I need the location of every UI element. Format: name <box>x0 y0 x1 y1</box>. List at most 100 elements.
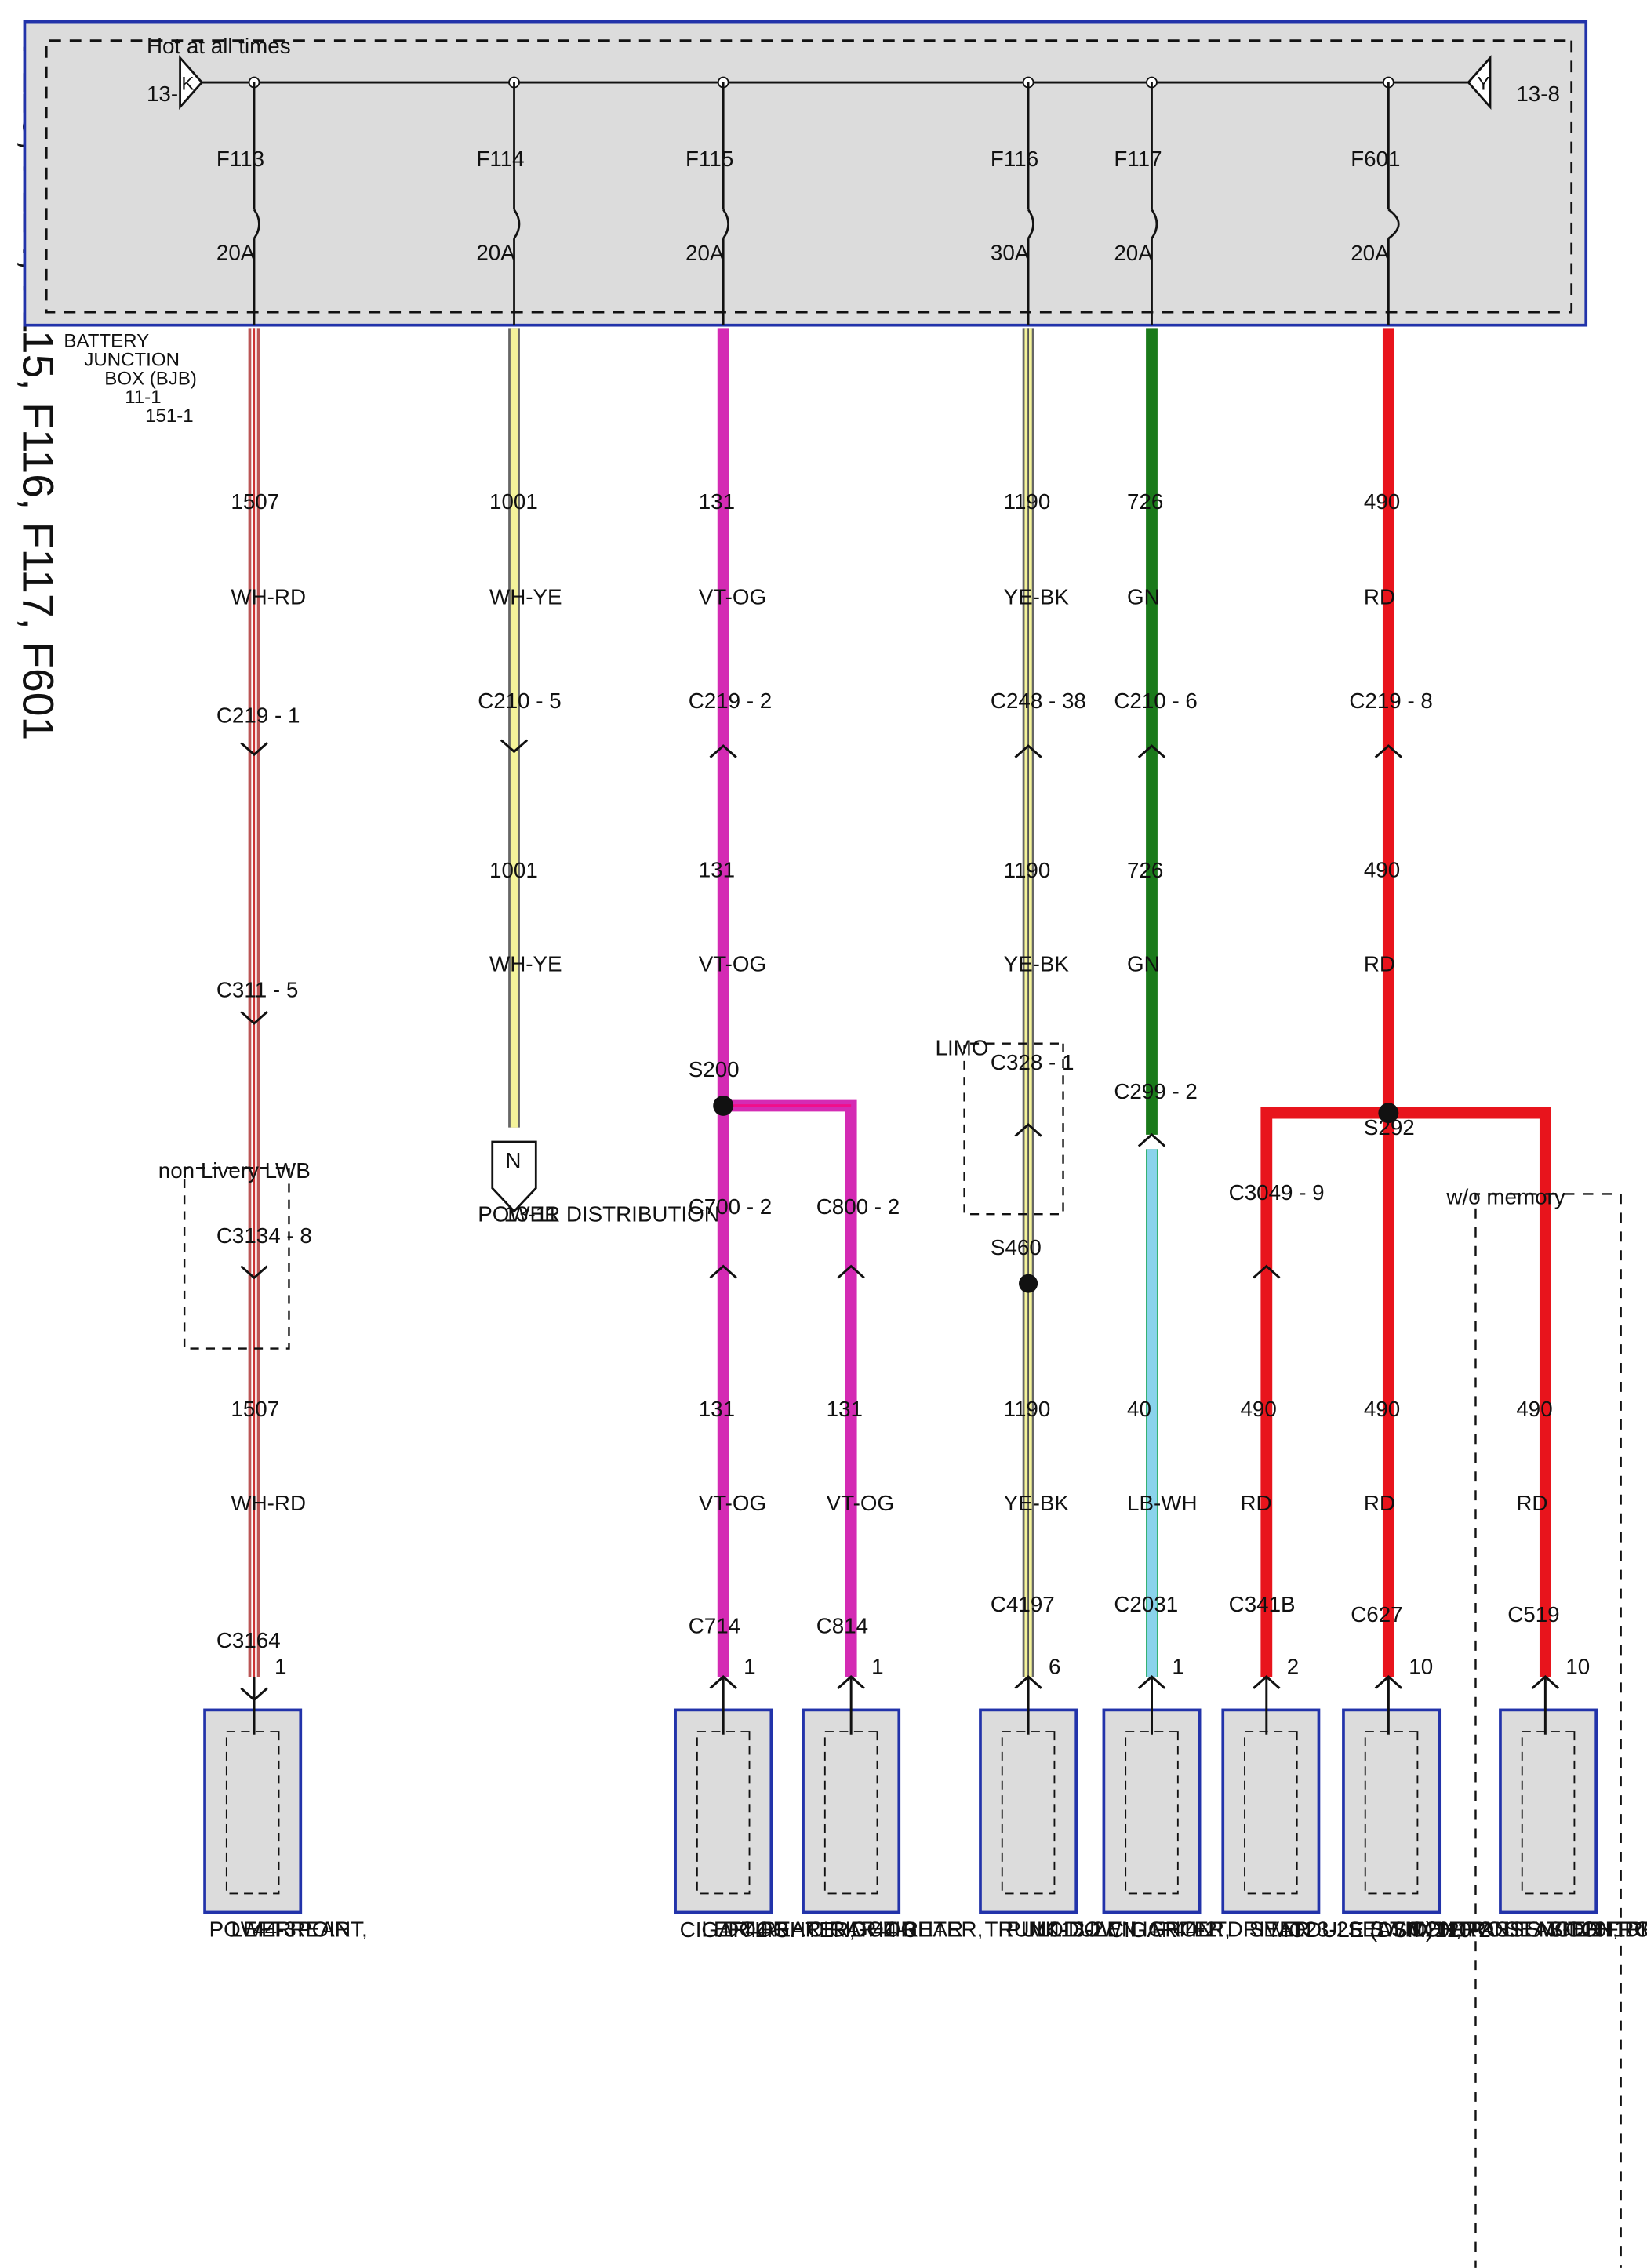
limo-option-box <box>963 1042 1064 1216</box>
wire-490-color-3: RD <box>1364 1491 1395 1515</box>
wire-490-circuit-2: 490 <box>1364 858 1400 882</box>
fuse-f117-rating: 20A <box>1114 241 1153 265</box>
component-power-point-left-rear <box>203 1708 303 1914</box>
fuse-f115: F115 20A <box>685 76 733 325</box>
splice-s292 <box>1378 1103 1399 1124</box>
splice-s460 <box>1019 1274 1038 1293</box>
fuse-f114-id: F114 <box>476 147 524 171</box>
wire-131-circuit-2: 131 <box>699 858 735 882</box>
splice-s460-label: S460 <box>991 1235 1042 1259</box>
connector-c4197: C4197 6 <box>991 1592 1060 1689</box>
svg-text:11-1: 11-1 <box>125 387 161 408</box>
connector-c3164: C3164 1 <box>216 1628 286 1702</box>
svg-text:151-1: 151-1 <box>145 405 194 427</box>
wire-1001-circuit: 1001 <box>489 489 538 514</box>
component-seat-control-passenger <box>1342 1708 1442 1914</box>
svg-text:C219 - 8: C219 - 8 <box>1349 689 1433 713</box>
component-seat-control-driver <box>1499 1708 1598 1914</box>
ref-y-letter: Y <box>1477 73 1489 94</box>
fuse-f113-id: F113 <box>216 147 264 171</box>
label-power-point: POWER POINT, LEFT REAR 44-3 <box>209 1917 368 1942</box>
connector-c328-1: C328 - 1 <box>991 1050 1074 1137</box>
svg-text:C341B: C341B <box>1229 1592 1296 1616</box>
svg-text:C210 - 6: C210 - 6 <box>1114 689 1198 713</box>
svg-text:SWITCH, DRIVER: SWITCH, DRIVER <box>1526 1917 1647 1942</box>
svg-text:C299 - 2: C299 - 2 <box>1114 1079 1198 1103</box>
connector-c210-5: C210 - 5 <box>478 689 562 754</box>
component-driver-seat-module <box>1221 1708 1321 1914</box>
wire-1507-color: WH-RD <box>231 584 306 609</box>
svg-text:C519: C519 <box>1507 1602 1559 1626</box>
svg-text:120-2: 120-2 <box>1435 1917 1491 1942</box>
svg-text:LIGHTER,: LIGHTER, <box>1130 1917 1231 1942</box>
pin-c4197: 6 <box>1049 1654 1060 1678</box>
svg-text:C3134 - 8: C3134 - 8 <box>216 1223 312 1248</box>
svg-text:C328 - 1: C328 - 1 <box>991 1050 1074 1074</box>
power-dist-label: POWER DISTRIBUTION <box>478 1201 720 1226</box>
power-distribution-ref: N POWER DISTRIBUTION 13-11 <box>478 1140 720 1226</box>
connector-c3134-8: C3134 - 8 <box>216 1223 312 1280</box>
wire-1190-color-3: YE-BK <box>1004 1491 1070 1515</box>
fuse-f117: F117 20A <box>1114 76 1162 325</box>
svg-text:C248 - 38: C248 - 38 <box>991 689 1086 713</box>
svg-text:SEAT CONTROL: SEAT CONTROL <box>1348 1917 1515 1942</box>
component-cigar-lighter-left-rear <box>674 1708 773 1914</box>
svg-text:JUNCTION: JUNCTION <box>84 349 180 370</box>
svg-text:POWER POINT,: POWER POINT, <box>209 1917 368 1942</box>
ref-k-letter: K <box>181 73 194 94</box>
svg-text:LEFT REAR: LEFT REAR <box>701 1917 820 1942</box>
pin-c519: 10 <box>1565 1654 1590 1678</box>
wire-490-circuit-3: 490 <box>1364 1397 1400 1421</box>
pin-c2031: 1 <box>1172 1654 1183 1678</box>
power-dist-letter: N <box>505 1148 521 1172</box>
connector-c341b: C341B 2 <box>1229 1592 1299 1689</box>
fuse-f116: F116 30A <box>991 76 1038 325</box>
label-cigar-left-rear: CIGAR LIGHTER, LEFT REAR DOOR 44-3 <box>680 1917 856 1942</box>
pin-c341b: 2 <box>1287 1654 1299 1678</box>
pin-c627: 10 <box>1409 1654 1433 1678</box>
non-livery-label: non Livery LWB <box>158 1158 311 1183</box>
wire-726-circuit: 726 <box>1127 489 1163 514</box>
pin-c714: 1 <box>744 1654 755 1678</box>
svg-text:113-2: 113-2 <box>1050 1917 1104 1942</box>
fuse-f113: F113 20A <box>216 76 264 325</box>
wire-726-color: GN <box>1127 584 1160 609</box>
bjb-inner-outline <box>45 39 1573 314</box>
svg-text:C814: C814 <box>816 1614 868 1638</box>
svg-text:C311 - 5: C311 - 5 <box>216 978 298 1002</box>
svg-text:DRIVER: DRIVER <box>1227 1917 1310 1942</box>
svg-text:SEAT CONTROL: SEAT CONTROL <box>1505 1917 1647 1942</box>
wire-1190-color-2: YE-BK <box>1004 952 1070 976</box>
wire-490-color: RD <box>1364 584 1395 609</box>
label-seat-pass: SEAT CONTROL SWITCH, PASSENGER SIDE FRON… <box>1348 1917 1602 1942</box>
connector-c219-2: C219 - 2 <box>689 689 772 758</box>
limo-label: LIMO <box>936 1036 989 1060</box>
wire-40-circuit: 40 <box>1127 1397 1151 1421</box>
wire-131-color-3: VT-OG <box>699 1491 766 1515</box>
wire-1190-circuit-3: 1190 <box>1004 1397 1051 1421</box>
wire-131-color: VT-OG <box>699 584 766 609</box>
connector-c700-2: C700 - 2 <box>689 1194 772 1279</box>
svg-text:44-2: 44-2 <box>1173 1917 1217 1942</box>
svg-text:PULL-DOWN: PULL-DOWN <box>1006 1917 1137 1942</box>
fuse-f601-rating: 20A <box>1351 241 1390 265</box>
pin-c814: 1 <box>871 1654 883 1678</box>
label-trunk: TRUNK PULL-DOWN MODULE 113-2 <box>985 1917 1137 1942</box>
wire-1507-circuit: 1507 <box>231 489 279 514</box>
svg-text:SIDE FRONT: SIDE FRONT <box>1548 1917 1647 1942</box>
wire-726-color-2: GN <box>1127 952 1160 976</box>
svg-text:C210 - 5: C210 - 5 <box>478 689 562 713</box>
connector-c299-2: C299 - 2 <box>1114 1079 1198 1147</box>
wire-131-vt-og <box>717 328 857 1677</box>
svg-text:C219 - 1: C219 - 1 <box>216 703 300 728</box>
svg-text:BOX (BJB): BOX (BJB) <box>104 368 197 389</box>
wire-490-circuit-5: 490 <box>1516 1397 1552 1421</box>
svg-text:SWITCH, PASSENGER: SWITCH, PASSENGER <box>1369 1917 1602 1942</box>
connector-c800-2: C800 - 2 <box>816 1194 900 1279</box>
svg-text:CIGAR LIGHTER,: CIGAR LIGHTER, <box>680 1917 856 1942</box>
wire-1190-circuit: 1190 <box>1004 489 1051 514</box>
fuse-f114: F114 20A <box>476 76 525 325</box>
ref-13-8: 13-8 <box>1516 82 1560 106</box>
component-cigar-lighter-front <box>1102 1708 1202 1914</box>
